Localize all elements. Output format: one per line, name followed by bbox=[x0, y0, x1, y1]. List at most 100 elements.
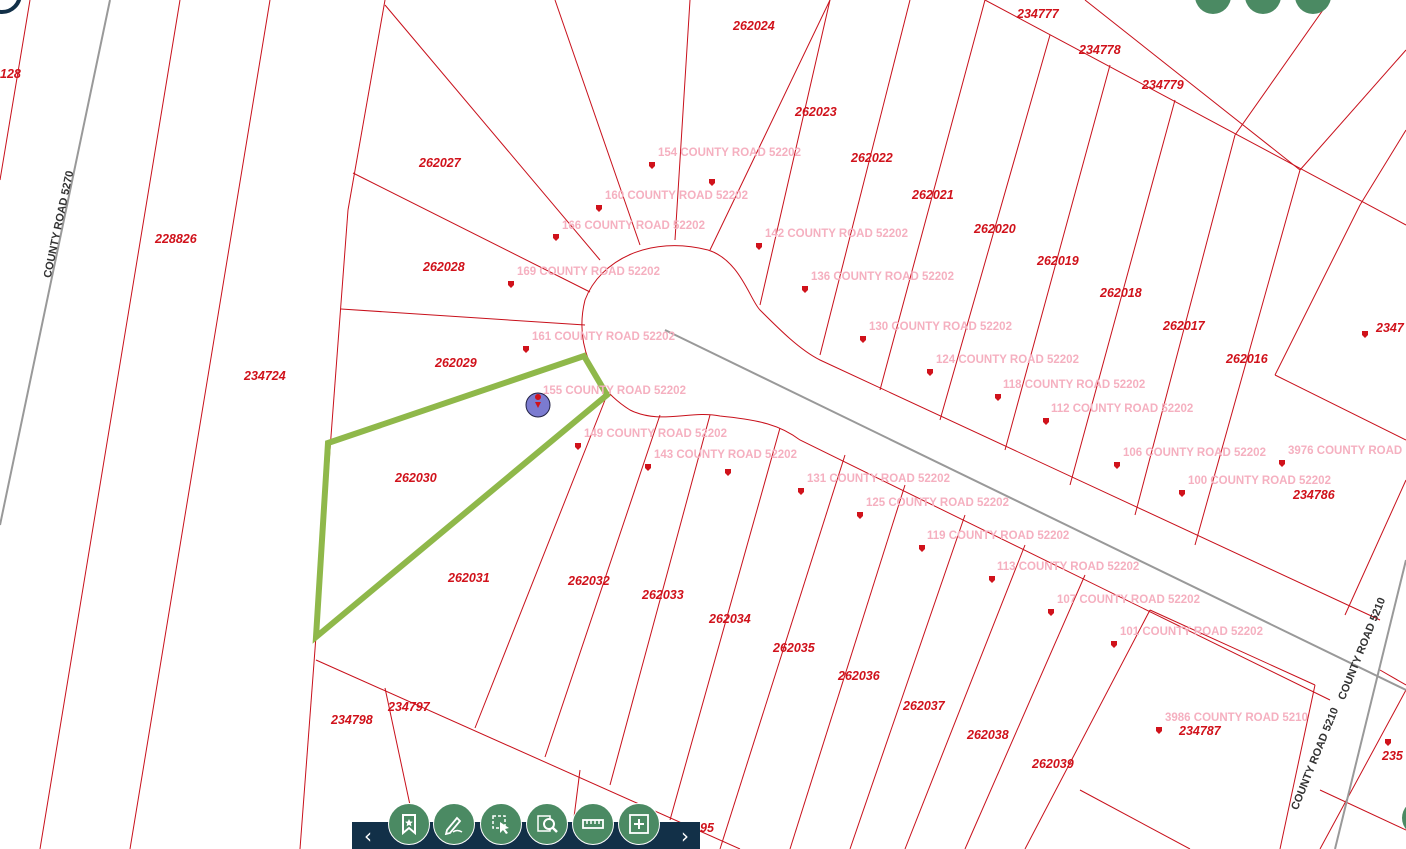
address-point-marker bbox=[802, 286, 808, 293]
road-name-label: COUNTY ROAD 5270 bbox=[42, 170, 76, 279]
address-markers bbox=[508, 162, 1391, 746]
parcel-id-label: 262024 bbox=[732, 19, 775, 33]
address-point-marker bbox=[596, 205, 602, 212]
parcel-id-label: 262034 bbox=[708, 612, 751, 626]
parcel-id-label: 234778 bbox=[1078, 43, 1121, 57]
address-label: 113 COUNTY ROAD 52202 bbox=[997, 561, 1139, 573]
chevron-left-icon[interactable]: ‹ bbox=[364, 824, 372, 848]
parcel-id-label: 262023 bbox=[794, 105, 837, 119]
address-point-marker bbox=[508, 281, 514, 288]
address-label: 124 COUNTY ROAD 52202 bbox=[936, 354, 1079, 366]
address-label: 166 COUNTY ROAD 52202 bbox=[562, 220, 705, 232]
parcel-id-label: 262037 bbox=[902, 699, 946, 713]
address-point-marker bbox=[756, 243, 762, 250]
search-button[interactable] bbox=[526, 803, 568, 845]
map-control-button-4[interactable] bbox=[1402, 800, 1406, 836]
address-point-marker bbox=[1111, 641, 1117, 648]
bookmark-button[interactable] bbox=[388, 803, 430, 845]
address-point-marker bbox=[523, 346, 529, 353]
parcel-id-label: 262030 bbox=[394, 471, 437, 485]
address-label: 119 COUNTY ROAD 52202 bbox=[927, 530, 1069, 542]
address-point-marker bbox=[1048, 609, 1054, 616]
parcel-id-label: 262032 bbox=[567, 574, 610, 588]
parcel-id-label: 235 bbox=[1381, 749, 1404, 763]
address-point-marker bbox=[857, 512, 863, 519]
parcel-id-label: 234797 bbox=[387, 700, 431, 714]
address-label: 169 COUNTY ROAD 52202 bbox=[517, 266, 660, 278]
address-point-marker bbox=[1179, 490, 1185, 497]
address-label: 149 COUNTY ROAD 52202 bbox=[584, 428, 727, 440]
parcel-id-label: 228826 bbox=[154, 232, 198, 246]
address-label: 100 COUNTY ROAD 52202 bbox=[1188, 475, 1331, 487]
address-point-marker bbox=[1362, 331, 1368, 338]
parcel-id-label: 262029 bbox=[434, 356, 477, 370]
measure-button[interactable] bbox=[572, 803, 614, 845]
parcel-id-label: 95 bbox=[700, 821, 715, 835]
address-point-marker bbox=[927, 369, 933, 376]
parcel-id-label: 128 bbox=[0, 67, 21, 81]
address-label: 161 COUNTY ROAD 52202 bbox=[532, 331, 675, 343]
address-point-marker bbox=[1279, 460, 1285, 467]
measure-icon bbox=[582, 819, 604, 829]
parcel-id-label: 262038 bbox=[966, 728, 1009, 742]
parcel-id-label: 262022 bbox=[850, 151, 893, 165]
add-layer-button[interactable] bbox=[618, 803, 660, 845]
parcel-id-label: 262027 bbox=[418, 156, 462, 170]
address-point-marker bbox=[798, 488, 804, 495]
parcel-id-label: 262016 bbox=[1225, 352, 1269, 366]
map-control-button-2[interactable] bbox=[1245, 0, 1281, 14]
address-label: 155 COUNTY ROAD 52202 bbox=[543, 385, 686, 397]
address-label: 142 COUNTY ROAD 52202 bbox=[765, 228, 908, 240]
address-point-marker bbox=[553, 234, 559, 241]
parcel-id-label: 262028 bbox=[422, 260, 465, 274]
address-label: 3986 COUNTY ROAD 5210 bbox=[1165, 712, 1308, 724]
parcel-id-label: 262021 bbox=[911, 188, 954, 202]
parcel-id-label: 262033 bbox=[641, 588, 684, 602]
address-point-marker bbox=[725, 469, 731, 476]
address-point-marker bbox=[989, 576, 995, 583]
map-control-button-1[interactable] bbox=[1195, 0, 1231, 14]
selected-location-marker[interactable] bbox=[525, 392, 551, 418]
address-label: 106 COUNTY ROAD 52202 bbox=[1123, 447, 1266, 459]
address-point-marker bbox=[1114, 462, 1120, 469]
parcel-id-label: 262036 bbox=[837, 669, 881, 683]
address-label: 136 COUNTY ROAD 52202 bbox=[811, 271, 954, 283]
address-label: 118 COUNTY ROAD 52202 bbox=[1003, 379, 1145, 391]
select-icon bbox=[492, 815, 509, 834]
address-label: 107 COUNTY ROAD 52202 bbox=[1057, 594, 1200, 606]
address-label: 112 COUNTY ROAD 52202 bbox=[1051, 403, 1193, 415]
address-label: 130 COUNTY ROAD 52202 bbox=[869, 321, 1012, 333]
chevron-right-icon[interactable]: › bbox=[681, 824, 689, 848]
address-label: 3976 COUNTY ROAD bbox=[1288, 445, 1402, 457]
compass-control[interactable] bbox=[0, 0, 22, 14]
draw-icon bbox=[444, 816, 463, 835]
draw-button[interactable] bbox=[433, 803, 475, 845]
address-label: 143 COUNTY ROAD 52202 bbox=[654, 449, 797, 461]
address-point-marker bbox=[1156, 727, 1162, 734]
parcel-id-label: 262017 bbox=[1162, 319, 1206, 333]
parcel-labels: 2288262347242620242620232620222620212620… bbox=[0, 7, 1405, 835]
address-point-marker bbox=[860, 336, 866, 343]
address-label: 131 COUNTY ROAD 52202 bbox=[807, 473, 950, 485]
parcel-id-label: 234779 bbox=[1141, 78, 1184, 92]
parcel-id-label: 234786 bbox=[1292, 488, 1336, 502]
search-icon bbox=[537, 815, 558, 833]
address-point-marker bbox=[575, 443, 581, 450]
address-label: 101 COUNTY ROAD 52202 bbox=[1120, 626, 1263, 638]
parcel-id-label: 262039 bbox=[1031, 757, 1074, 771]
parcel-id-label: 262020 bbox=[973, 222, 1016, 236]
address-point-marker bbox=[995, 394, 1001, 401]
parcel-id-label: 234787 bbox=[1178, 724, 1222, 738]
address-point-marker bbox=[645, 464, 651, 471]
select-button[interactable] bbox=[480, 803, 522, 845]
map-control-button-3[interactable] bbox=[1295, 0, 1331, 14]
parcel-id-label: 262035 bbox=[772, 641, 816, 655]
selected-parcel-outline[interactable] bbox=[312, 352, 611, 644]
parcel-id-label: 262031 bbox=[447, 571, 490, 585]
parcel-id-label: 262018 bbox=[1099, 286, 1142, 300]
parcel-id-label: 234798 bbox=[330, 713, 373, 727]
